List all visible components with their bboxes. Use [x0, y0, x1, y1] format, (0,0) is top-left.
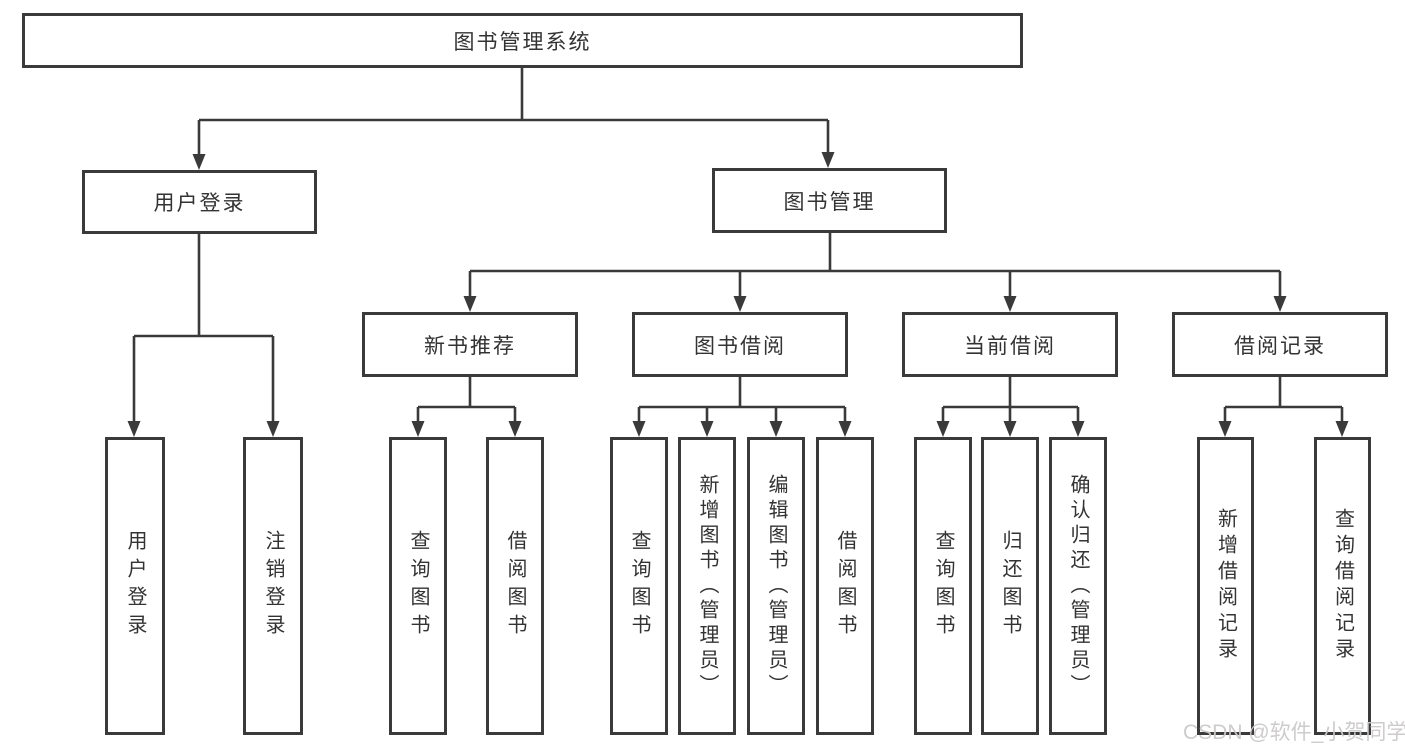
leaf-return-book: 归还图书: [981, 437, 1039, 735]
leaf-query-books-borrowing: 查询图书: [610, 437, 668, 735]
csdn-watermark: CSDN @软件_小贺同学: [1183, 721, 1405, 744]
connector-book-management-children: [463, 233, 1287, 312]
node-new-book-recommend: 新书推荐: [362, 312, 578, 377]
leaf-borrow-books-recommend: 借阅图书: [486, 437, 544, 735]
connector-new-book-children: [411, 377, 522, 437]
leaf-user-login: 用户登录: [105, 437, 165, 735]
node-book-borrowing: 图书借阅: [632, 312, 848, 377]
connector-book-borrowing-children: [632, 377, 852, 437]
leaf-query-borrow-record: 查询借阅记录: [1314, 437, 1371, 735]
leaf-add-book-admin: 新增图书（管理员）: [678, 437, 736, 735]
node-user-login: 用户登录: [82, 170, 317, 234]
leaf-add-borrow-record: 新增借阅记录: [1197, 437, 1254, 735]
node-borrowing-records: 借阅记录: [1172, 312, 1388, 377]
connector-records-children: [1218, 377, 1349, 437]
leaf-edit-book-admin: 编辑图书（管理员）: [747, 437, 805, 735]
leaf-logout: 注销登录: [243, 437, 303, 735]
node-root-system: 图书管理系统: [22, 13, 1023, 68]
connector-user-login-children: [127, 234, 280, 437]
node-current-borrowing: 当前借阅: [902, 312, 1118, 377]
connector-root-to-level2: [192, 68, 835, 170]
leaf-borrow-books-borrowing: 借阅图书: [816, 437, 874, 735]
node-book-management: 图书管理: [712, 168, 947, 233]
connector-current-borrowing-children: [936, 377, 1085, 437]
leaf-query-books-recommend: 查询图书: [389, 437, 447, 735]
leaf-confirm-return-admin: 确认归还（管理员）: [1049, 437, 1107, 735]
leaf-query-books-current: 查询图书: [914, 437, 972, 735]
